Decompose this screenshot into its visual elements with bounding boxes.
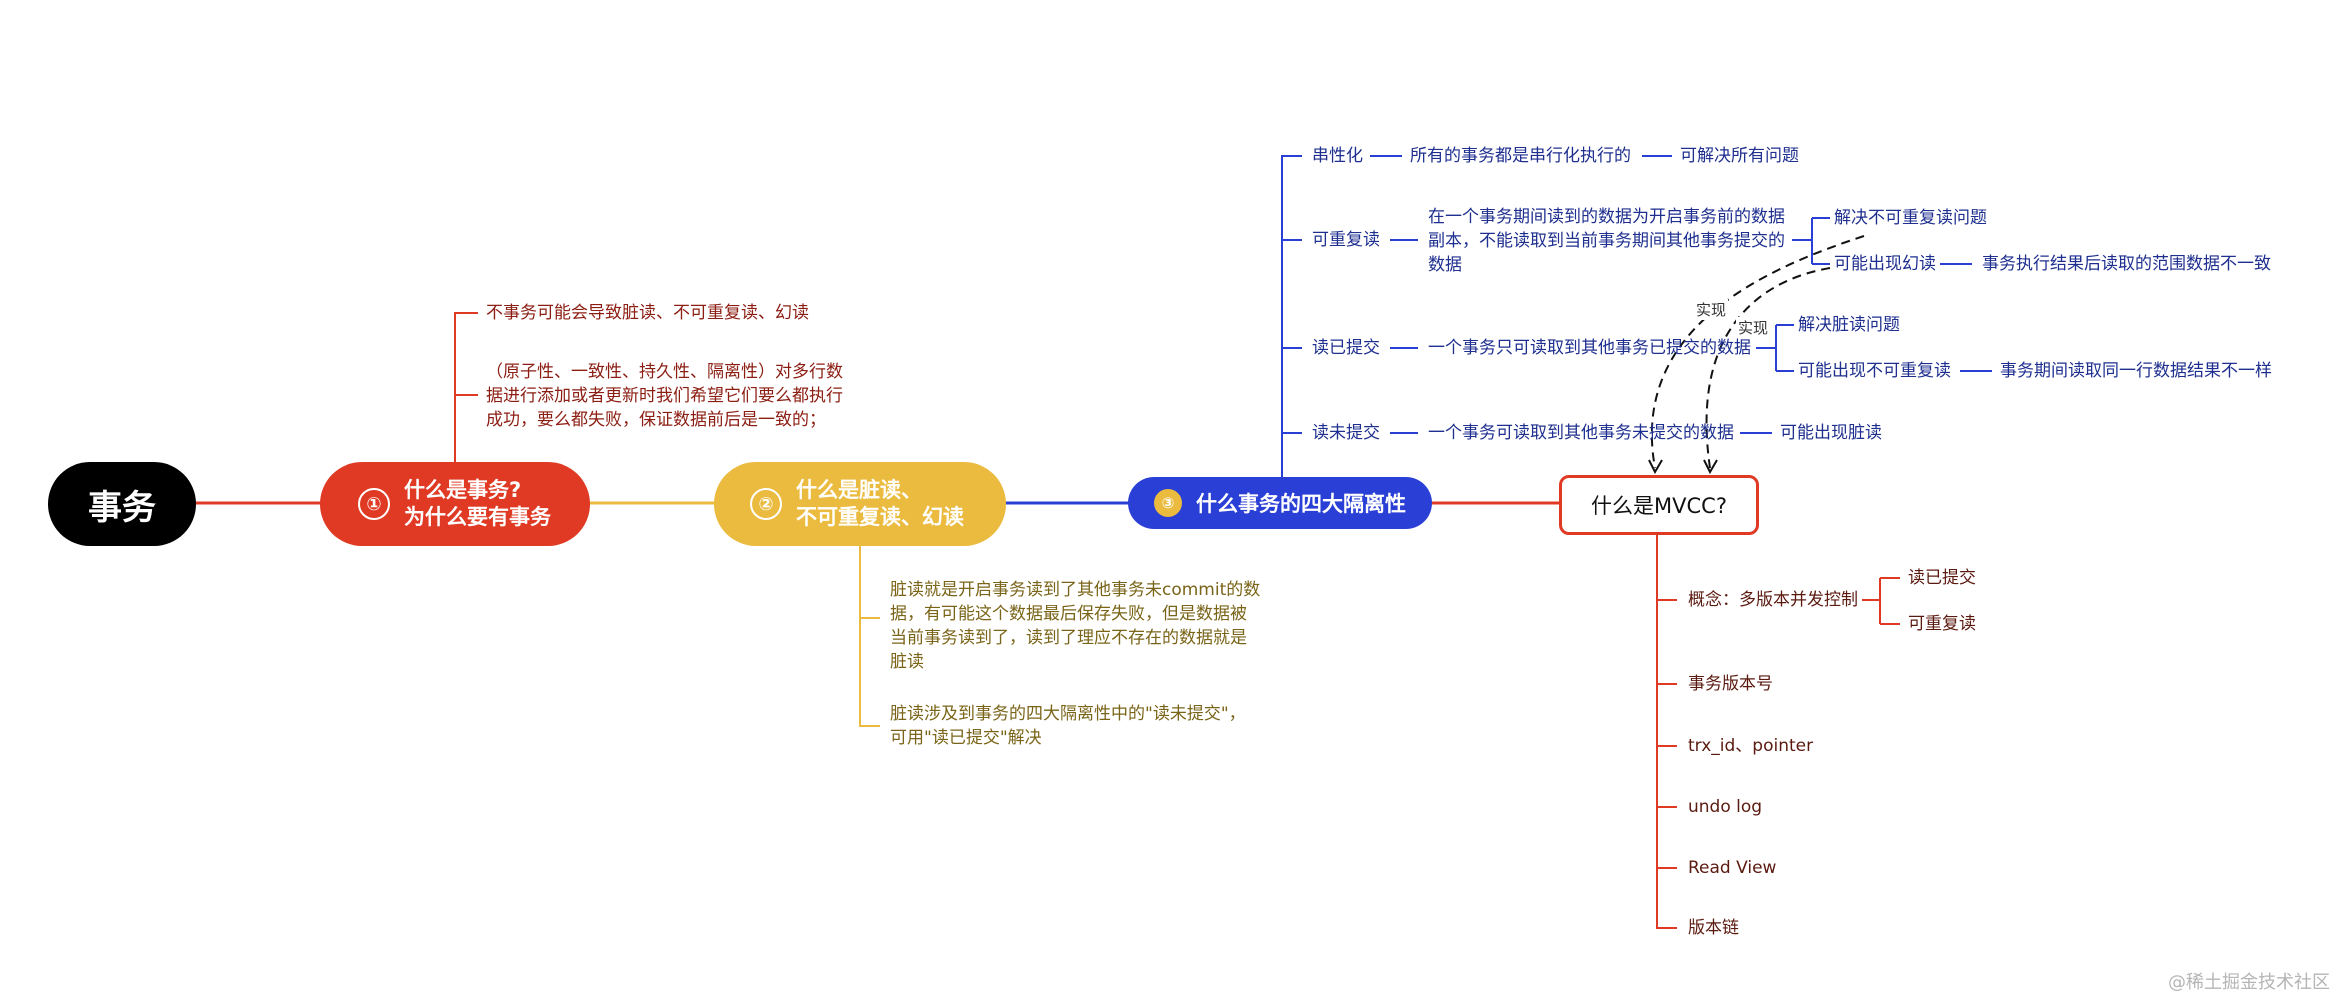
child-note: 脏读涉及到事务的四大隔离性中的"读未提交"，可用"读已提交"解决 xyxy=(890,704,1246,748)
topic-title: 什么事务的四大隔离性 xyxy=(1196,492,1406,516)
level-result: 可能出现脏读 xyxy=(1780,423,1882,443)
level-result: 可解决所有问题 xyxy=(1680,146,1799,166)
mvcc-concept: 概念：多版本并发控制 xyxy=(1688,590,1858,610)
mvcc-item: trx_id、pointer xyxy=(1688,736,1814,756)
concept-child: 可重复读 xyxy=(1908,614,1976,634)
child-note: 不事务可能会导致脏读、不可重复读、幻读 xyxy=(486,303,809,323)
topic-title-line1: 什么是脏读、 xyxy=(796,478,922,502)
topic-title-line2: 不可重复读、幻读 xyxy=(796,505,964,529)
level-extra: 事务期间读取同一行数据结果不一样 xyxy=(2000,361,2272,381)
watermark: @稀土掘金技术社区 xyxy=(2168,972,2330,993)
level-result: 解决不可重复读问题 xyxy=(1834,208,1987,228)
level-result: 可能出现不可重复读 xyxy=(1798,361,1951,381)
level-name: 可重复读 xyxy=(1312,230,1380,250)
child-note: （原子性、一致性、持久性、隔离性）对多行数据进行添加或者更新时我们希望它们要么都… xyxy=(486,362,843,430)
level-result: 解决脏读问题 xyxy=(1798,315,1900,335)
level-extra: 事务执行结果后读取的范围数据不一致 xyxy=(1982,254,2271,274)
level-desc: 在一个事务期间读到的数据为开启事务前的数据副本，不能读取到当前事务期间其他事务提… xyxy=(1428,207,1785,275)
level-name: 读未提交 xyxy=(1312,423,1380,443)
topic-isolation-levels: ③ 什么事务的四大隔离性 xyxy=(1128,477,1432,529)
level-name: 串性化 xyxy=(1312,146,1363,166)
topic-title: 什么是MVCC? xyxy=(1591,494,1727,518)
root-label: 事务 xyxy=(88,487,156,528)
topic-what-is-transaction: ① 什么是事务? 为什么要有事务 xyxy=(320,462,590,546)
level-desc: 一个事务只可读取到其他事务已提交的数据 xyxy=(1428,338,1751,358)
concept-child: 读已提交 xyxy=(1908,568,1976,588)
topic-dirty-read: ② 什么是脏读、 不可重复读、幻读 xyxy=(714,462,1006,546)
mvcc-item: 版本链 xyxy=(1688,918,1739,938)
topic-title-line2: 为什么要有事务 xyxy=(404,505,551,529)
mvcc-item: Read View xyxy=(1688,858,1777,878)
topic-title-line1: 什么是事务? xyxy=(404,478,522,502)
mvcc-item: 事务版本号 xyxy=(1688,674,1773,694)
number-badge: ③ xyxy=(1154,489,1182,517)
number-badge: ② xyxy=(750,488,782,520)
impl-label: 实现 xyxy=(1736,317,1771,338)
level-result: 可能出现幻读 xyxy=(1834,254,1936,274)
impl-label: 实现 xyxy=(1694,299,1729,320)
level-name: 读已提交 xyxy=(1312,338,1380,358)
level-desc: 一个事务可读取到其他事务未提交的数据 xyxy=(1428,423,1734,443)
root-node: 事务 xyxy=(48,462,196,546)
mvcc-item: undo log xyxy=(1688,797,1763,817)
number-badge: ① xyxy=(358,488,390,520)
topic-mvcc: 什么是MVCC? xyxy=(1559,475,1759,535)
child-note: 脏读就是开启事务读到了其他事务未commit的数据，有可能这个数据最后保存失败，… xyxy=(890,580,1261,672)
level-desc: 所有的事务都是串行化执行的 xyxy=(1410,146,1631,166)
